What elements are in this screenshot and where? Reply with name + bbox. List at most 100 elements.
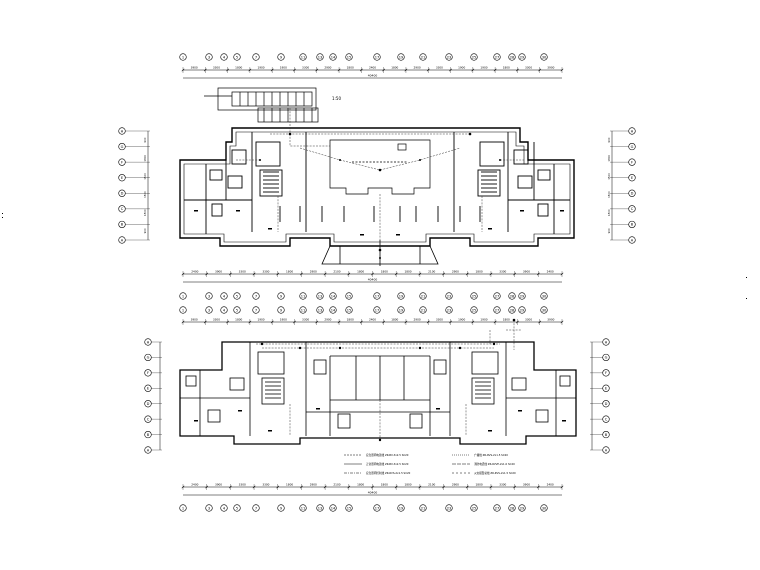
dimension-value: 2900: [310, 270, 317, 274]
grid-axis-bubble: [540, 504, 548, 512]
grid-axis-bubble: [299, 306, 307, 314]
grid-axis-bubble: [345, 504, 353, 512]
grid-axis-label: 14: [331, 55, 336, 59]
row-dimension-value: 900: [143, 228, 147, 233]
grid-axis-label: 15: [347, 308, 352, 312]
dimension-value: 2900: [452, 483, 459, 487]
grid-axis-label: 27: [495, 294, 500, 298]
grid-axis-label: 13: [318, 308, 323, 312]
dimension-value: 1900: [257, 318, 264, 322]
grid-axis-label: 11: [301, 55, 306, 59]
grid-axis-label: 9: [280, 55, 283, 59]
row-dimension-value: 1800: [143, 209, 147, 216]
grid-axis-label: 29: [520, 308, 525, 312]
grid-row-bubble: [628, 142, 636, 151]
grid-axis-label: 1: [182, 506, 184, 510]
electrical-symbols-bottom: [260, 318, 516, 442]
dimension-value: 2100: [428, 270, 435, 274]
grid-axis-label: 21: [421, 506, 426, 510]
grid-axis-label: 4: [223, 55, 226, 59]
grid-row-bubble: [144, 446, 152, 454]
grid-axis-bubble: [277, 306, 285, 314]
grid-row-label: B: [605, 433, 608, 437]
grid-row-label: D: [121, 192, 124, 196]
grid-axis-bubble: [205, 306, 213, 314]
dimension-value: 1900: [458, 318, 465, 322]
grid-axis-label: 14: [331, 506, 336, 510]
grid-row-label: H: [605, 340, 608, 344]
grid-axis-label: 27: [495, 506, 500, 510]
dimension-value: 3300: [436, 318, 443, 322]
grid-axis-bubble: [329, 53, 337, 61]
row-dimension-value: 1800: [607, 209, 611, 216]
grid-axis-label: 28: [510, 506, 515, 510]
wiring-legend: 应急照明电源线 ZR-BV-3x2.5 SC20 正常照明电源线 ZR-BV-3…: [344, 453, 516, 475]
grid-row-label: D: [147, 402, 150, 406]
grid-axis-bubble: [316, 292, 324, 300]
roof-stair-element: [204, 87, 319, 123]
grid-axis-bubble: [316, 53, 324, 61]
legend-label-6: 火灾报警总线 ZR-RVS-2x1.5 SC20: [474, 471, 516, 475]
grid-axis-label: 28: [510, 55, 515, 59]
grid-axis-label: 25: [472, 506, 477, 510]
grid-axis-label: 11: [301, 308, 306, 312]
grid-row-bubble: [118, 205, 126, 213]
dimension-value: 2400: [547, 270, 554, 274]
grid-row-label: F: [121, 160, 123, 164]
dimension-value: 3900: [191, 66, 198, 70]
grid-axis-bubble: [373, 504, 381, 512]
interior-partitions-bottom: [180, 342, 576, 436]
dimension-value: 2100: [333, 483, 340, 487]
grid-axis-label: 25: [472, 308, 477, 312]
grid-axis-label: 23: [447, 55, 452, 59]
grid-axis-bubble: [518, 306, 526, 314]
dimension-value: 1800: [347, 318, 354, 322]
grid-axis-label: 25: [472, 55, 477, 59]
grid-axis-label: 17: [375, 506, 380, 510]
grid-axis-label: 4: [223, 308, 226, 312]
grid-axis-label: 7: [255, 506, 257, 510]
grid-row-bubble: [118, 220, 126, 229]
dimension-value: 1800: [235, 66, 242, 70]
dimension-value: 3900: [215, 270, 222, 274]
grid-axis-label: 29: [520, 506, 525, 510]
row-dimension-value: 900: [607, 228, 611, 233]
dimension-value: 2100: [428, 483, 435, 487]
grid-axis-label: 23: [447, 308, 452, 312]
grid-axis-label: 11: [301, 506, 306, 510]
grid-axis-bubble: [419, 306, 427, 314]
grid-axis-label: 13: [318, 55, 323, 59]
dimension-value: 2900: [452, 270, 459, 274]
grid-axis-label: 5: [236, 294, 238, 298]
grid-axis-label: 3: [208, 308, 210, 312]
grid-axis-bubble: [445, 292, 453, 300]
grid-row-bubble: [144, 400, 152, 408]
grid-row-label: B: [121, 223, 124, 227]
dimension-value: 1900: [257, 66, 264, 70]
dimension-value: 1900: [480, 66, 487, 70]
dimension-value: 2900: [414, 66, 421, 70]
atrium-void-top: [329, 139, 431, 195]
legend-label-1: 应急照明电源线 ZR-BV-3x2.5 SC20: [366, 453, 409, 457]
grid-axis-bubble: [329, 504, 337, 512]
legend-label-4: 广播线 ZR-RVS-2x1.5 SC20: [474, 453, 508, 457]
grid-axis-label: 1: [182, 308, 184, 312]
grid-axis-bubble: [419, 504, 427, 512]
grid-row-bubble: [602, 369, 610, 377]
dimension-value: 3300: [525, 318, 532, 322]
grid-row-bubble: [628, 205, 636, 213]
grid-axis-bubble: [397, 504, 405, 512]
grid-axis-bubble: [373, 292, 381, 300]
grid-axis-label: 19: [399, 308, 404, 312]
dimension-value: 3300: [213, 318, 220, 322]
grid-row-label: H: [631, 129, 634, 133]
dimension-value: 3300: [499, 270, 506, 274]
dimension-value: 3300: [436, 66, 443, 70]
grid-row-bubble: [118, 236, 126, 244]
grid-row-label: C: [605, 417, 608, 421]
grid-axis-bubble: [470, 306, 478, 314]
grid-axis-bubble: [252, 504, 260, 512]
interior-partitions-top: [184, 132, 570, 234]
